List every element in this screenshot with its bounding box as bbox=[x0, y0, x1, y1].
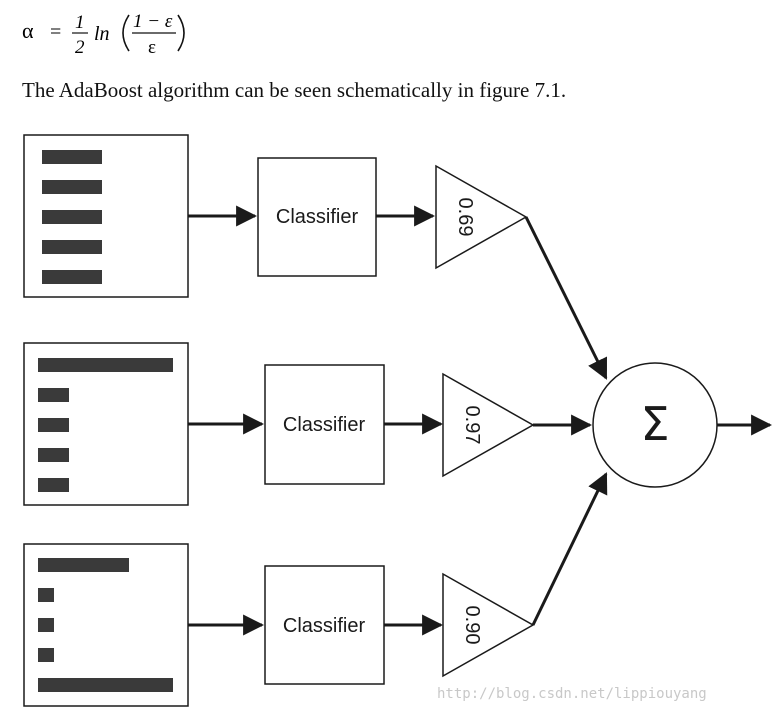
weight-triangle-2 bbox=[442, 372, 535, 478]
row-3: Classifier 0.90 bbox=[23, 543, 535, 707]
dataset-3-bar-5 bbox=[38, 678, 173, 692]
formula-equals: = bbox=[50, 21, 61, 43]
weight-label-2: 0.97 bbox=[461, 406, 483, 445]
formula-inner-numerator: 1 − ε bbox=[133, 11, 173, 32]
dataset-2-bar-4 bbox=[38, 448, 69, 462]
dataset-2-bar-3 bbox=[38, 418, 69, 432]
arrow-weight-3-to-sum bbox=[531, 472, 608, 626]
formula-half-numerator: 1 bbox=[75, 12, 85, 33]
formula-right-paren bbox=[177, 14, 185, 52]
dataset-2-bar-2 bbox=[38, 388, 69, 402]
weight-label-1: 0.69 bbox=[454, 198, 476, 237]
dataset-1-bar-5 bbox=[42, 270, 102, 284]
classifier-box-1 bbox=[257, 157, 377, 277]
weight-label-3: 0.90 bbox=[461, 606, 483, 645]
row-2: Classifier 0.97 bbox=[23, 342, 593, 506]
classifier-box-2 bbox=[264, 364, 385, 485]
caption-text: The AdaBoost algorithm can be seen schem… bbox=[22, 78, 567, 102]
dataset-1-bar-1 bbox=[42, 150, 102, 164]
formula-alpha: α bbox=[22, 18, 34, 43]
dataset-2-bar-1 bbox=[38, 358, 173, 372]
classifier-label-2: Classifier bbox=[283, 414, 366, 436]
classifier-label-1: Classifier bbox=[276, 206, 359, 228]
adaboost-diagram: Classifier 0.69 Classifier 0.97 Classifi… bbox=[23, 134, 773, 707]
dataset-3-bar-4 bbox=[38, 648, 54, 662]
weight-triangle-3 bbox=[442, 572, 535, 678]
dataset-3-bar-3 bbox=[38, 618, 54, 632]
weight-triangle-1 bbox=[435, 164, 528, 270]
alpha-formula: α = 1 2 ln 1 − ε ε bbox=[22, 11, 185, 58]
sum-symbol: Σ bbox=[640, 397, 669, 451]
dataset-3-bar-2 bbox=[38, 588, 54, 602]
formula-inner-denominator: ε bbox=[148, 37, 156, 58]
classifier-box-3 bbox=[264, 565, 385, 685]
arrow-weight-1-to-sum bbox=[524, 216, 608, 380]
formula-ln: ln bbox=[94, 23, 110, 45]
watermark-url: http://blog.csdn.net/lippiouyang bbox=[437, 686, 707, 702]
classifier-label-3: Classifier bbox=[283, 615, 366, 637]
formula-half-denominator: 2 bbox=[75, 37, 85, 58]
dataset-1-bar-2 bbox=[42, 180, 102, 194]
dataset-1-bar-3 bbox=[42, 210, 102, 224]
dataset-1-bar-4 bbox=[42, 240, 102, 254]
dataset-2-bar-5 bbox=[38, 478, 69, 492]
formula-left-paren bbox=[122, 14, 130, 52]
dataset-3-bar-1 bbox=[38, 558, 129, 572]
row-1: Classifier 0.69 bbox=[23, 134, 528, 298]
